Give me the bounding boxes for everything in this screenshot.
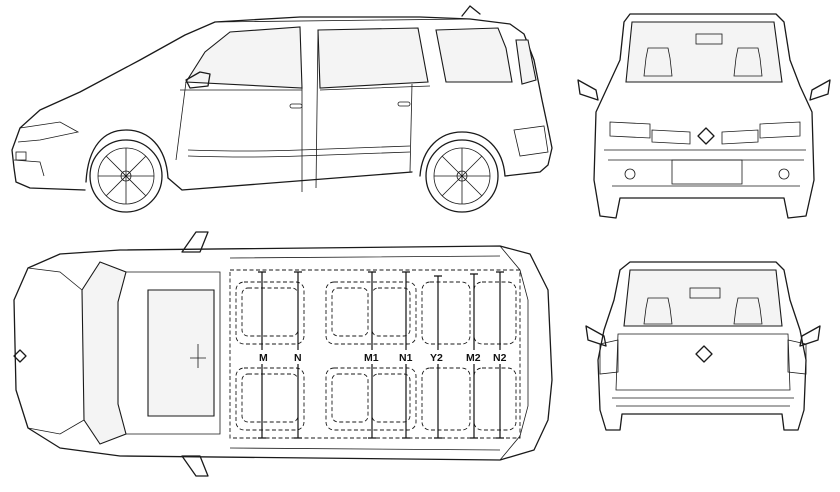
- front-windshield: [625, 21, 783, 83]
- front-left-mirror: [577, 79, 599, 101]
- side-front-window: [185, 26, 303, 89]
- side-rear-wheel: [425, 139, 499, 213]
- top-windshield: [81, 261, 127, 445]
- rear-body-outline: [597, 261, 807, 431]
- label-n1: N1: [399, 352, 413, 364]
- front-body-outline: [593, 13, 815, 219]
- seat-row-1: [235, 281, 305, 431]
- side-front-wheel: [89, 139, 163, 213]
- side-rear-window: [435, 27, 513, 83]
- front-view: [577, 13, 831, 219]
- label-m2: M2: [466, 352, 481, 364]
- front-logo-icon: [697, 127, 715, 145]
- top-right-mirror: [181, 455, 209, 477]
- side-middle-window: [317, 27, 429, 89]
- top-body-outline: [13, 245, 553, 461]
- antenna: [461, 5, 481, 17]
- rear-logo-icon: [695, 345, 713, 363]
- top-left-mirror: [181, 231, 209, 253]
- side-body-outline: [11, 16, 553, 191]
- top-view: M N M1 N1 Y2 M2 N2: [13, 231, 553, 477]
- rear-view: [585, 261, 821, 431]
- front-right-mirror: [809, 79, 831, 101]
- side-view: [11, 5, 553, 213]
- label-y2: Y2: [430, 352, 443, 364]
- top-sunroof: [147, 289, 215, 417]
- side-mirror: [185, 71, 211, 89]
- label-m1: M1: [364, 352, 379, 364]
- top-logo-icon: [13, 349, 27, 363]
- label-m: M: [259, 352, 268, 364]
- label-n2: N2: [493, 352, 507, 364]
- label-n: N: [294, 352, 302, 364]
